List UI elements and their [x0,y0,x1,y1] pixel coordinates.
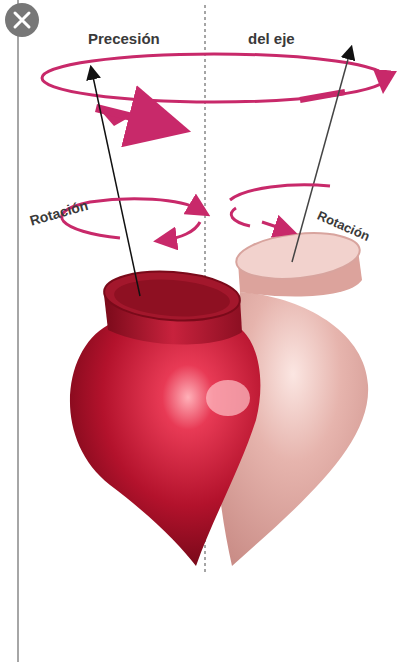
top-rim-red [102,267,241,324]
close-cross [15,13,29,27]
text-label: del eje [248,30,295,48]
text-label: Rotación [28,196,91,230]
axis-arrow [92,72,140,296]
rotation-arrow [230,185,330,200]
text-label: Precesión [88,30,160,48]
precession-arrow [96,108,160,124]
top-body-red [70,325,260,566]
page-border [17,0,19,662]
close-button [5,3,39,37]
